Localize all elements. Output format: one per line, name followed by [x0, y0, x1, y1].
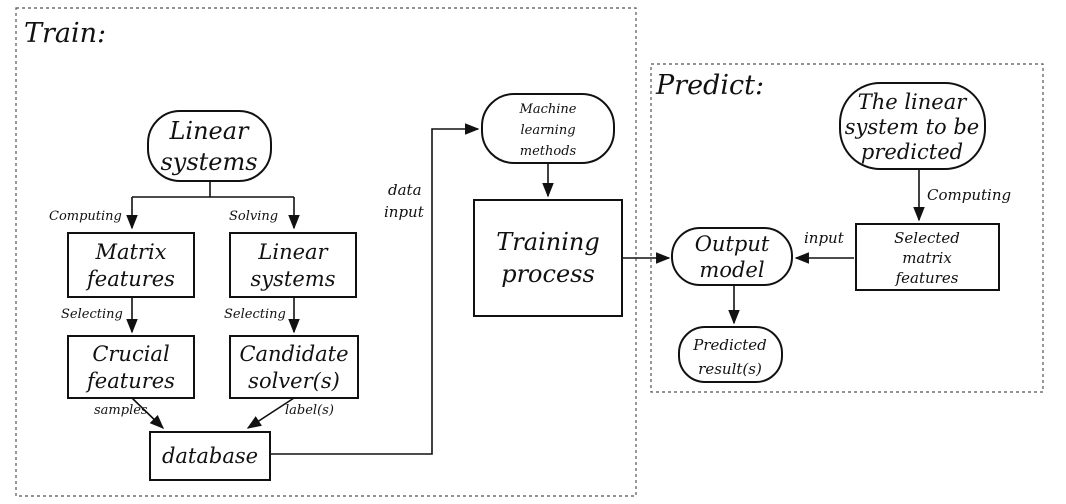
edge-label-computing-right: Computing — [927, 186, 1011, 204]
node-training-process: Training process — [473, 199, 623, 317]
edge-label-selecting-left: Selecting — [61, 307, 123, 322]
train-frame — [15, 7, 637, 497]
edge-label-data-input-1: data — [388, 181, 422, 199]
node-ml-methods-line-1: Machine — [519, 102, 577, 117]
node-linear-systems-solve-line-2: systems — [251, 267, 336, 291]
node-output-model-line-1: Output — [695, 232, 770, 256]
node-candidate-solvers-line-2: solver(s) — [248, 369, 340, 393]
node-system-to-predict-line-2: system to be — [845, 115, 980, 139]
node-system-to-predict-line-3: predicted — [861, 140, 963, 164]
node-selected-features-line-2: matrix — [902, 249, 952, 267]
edge-label-computing-left: Computing — [49, 209, 122, 224]
node-crucial-features-line-1: Crucial — [92, 342, 169, 366]
node-matrix-features-line-2: features — [85, 267, 175, 291]
node-linear-systems-root: Linear systems — [147, 110, 272, 182]
edge-label-data-input-2: input — [384, 203, 425, 221]
node-selected-features-line-3: features — [895, 269, 959, 287]
node-crucial-features: Crucial features — [67, 335, 195, 399]
node-predicted-result: Predicted result(s) — [678, 326, 783, 383]
node-selected-features-line-1: Selected — [894, 229, 960, 247]
node-linear-systems-root-line-1: Linear — [168, 117, 250, 145]
edge-label-selecting-right: Selecting — [224, 307, 286, 322]
node-training-process-line-1: Training — [496, 228, 599, 256]
predict-title: Predict: — [655, 70, 764, 101]
edge-label-solving: Solving — [229, 209, 278, 224]
train-title: Train: — [24, 18, 106, 49]
edge-label-input: input — [804, 229, 845, 247]
node-crucial-features-line-2: features — [85, 369, 175, 393]
node-output-model-line-2: model — [699, 258, 764, 282]
node-database-label: database — [162, 444, 258, 468]
node-database: database — [149, 431, 271, 481]
node-selected-features: Selected matrix features — [855, 223, 1000, 291]
edge-candidate-to-database — [246, 397, 295, 429]
node-ml-methods: Machine learning methods — [481, 93, 615, 164]
node-ml-methods-line-3: methods — [520, 144, 577, 159]
edge-root-to-matrix — [132, 196, 294, 228]
node-linear-systems-solve-line-1: Linear — [257, 240, 329, 264]
edge-label-samples: samples — [94, 403, 148, 418]
node-predicted-result-line-1: Predicted — [692, 336, 766, 354]
node-system-to-predict-line-1: The linear — [858, 90, 969, 114]
node-predicted-result-line-2: result(s) — [698, 360, 762, 378]
node-candidate-solvers-line-1: Candidate — [239, 342, 348, 366]
edge-crucial-to-database — [131, 397, 165, 430]
node-training-process-line-2: process — [501, 260, 595, 288]
edge-label-labels: label(s) — [285, 403, 334, 418]
node-system-to-predict: The linear system to be predicted — [839, 82, 986, 170]
edge-database-to-ml — [270, 123, 480, 455]
node-matrix-features: Matrix features — [67, 232, 195, 298]
node-linear-systems-root-line-2: systems — [160, 148, 257, 176]
node-ml-methods-line-2: learning — [520, 123, 575, 138]
node-output-model: Output model — [671, 227, 793, 286]
node-matrix-features-line-1: Matrix — [94, 240, 166, 264]
node-linear-systems-solve: Linear systems — [229, 232, 357, 298]
node-candidate-solvers: Candidate solver(s) — [229, 335, 359, 399]
